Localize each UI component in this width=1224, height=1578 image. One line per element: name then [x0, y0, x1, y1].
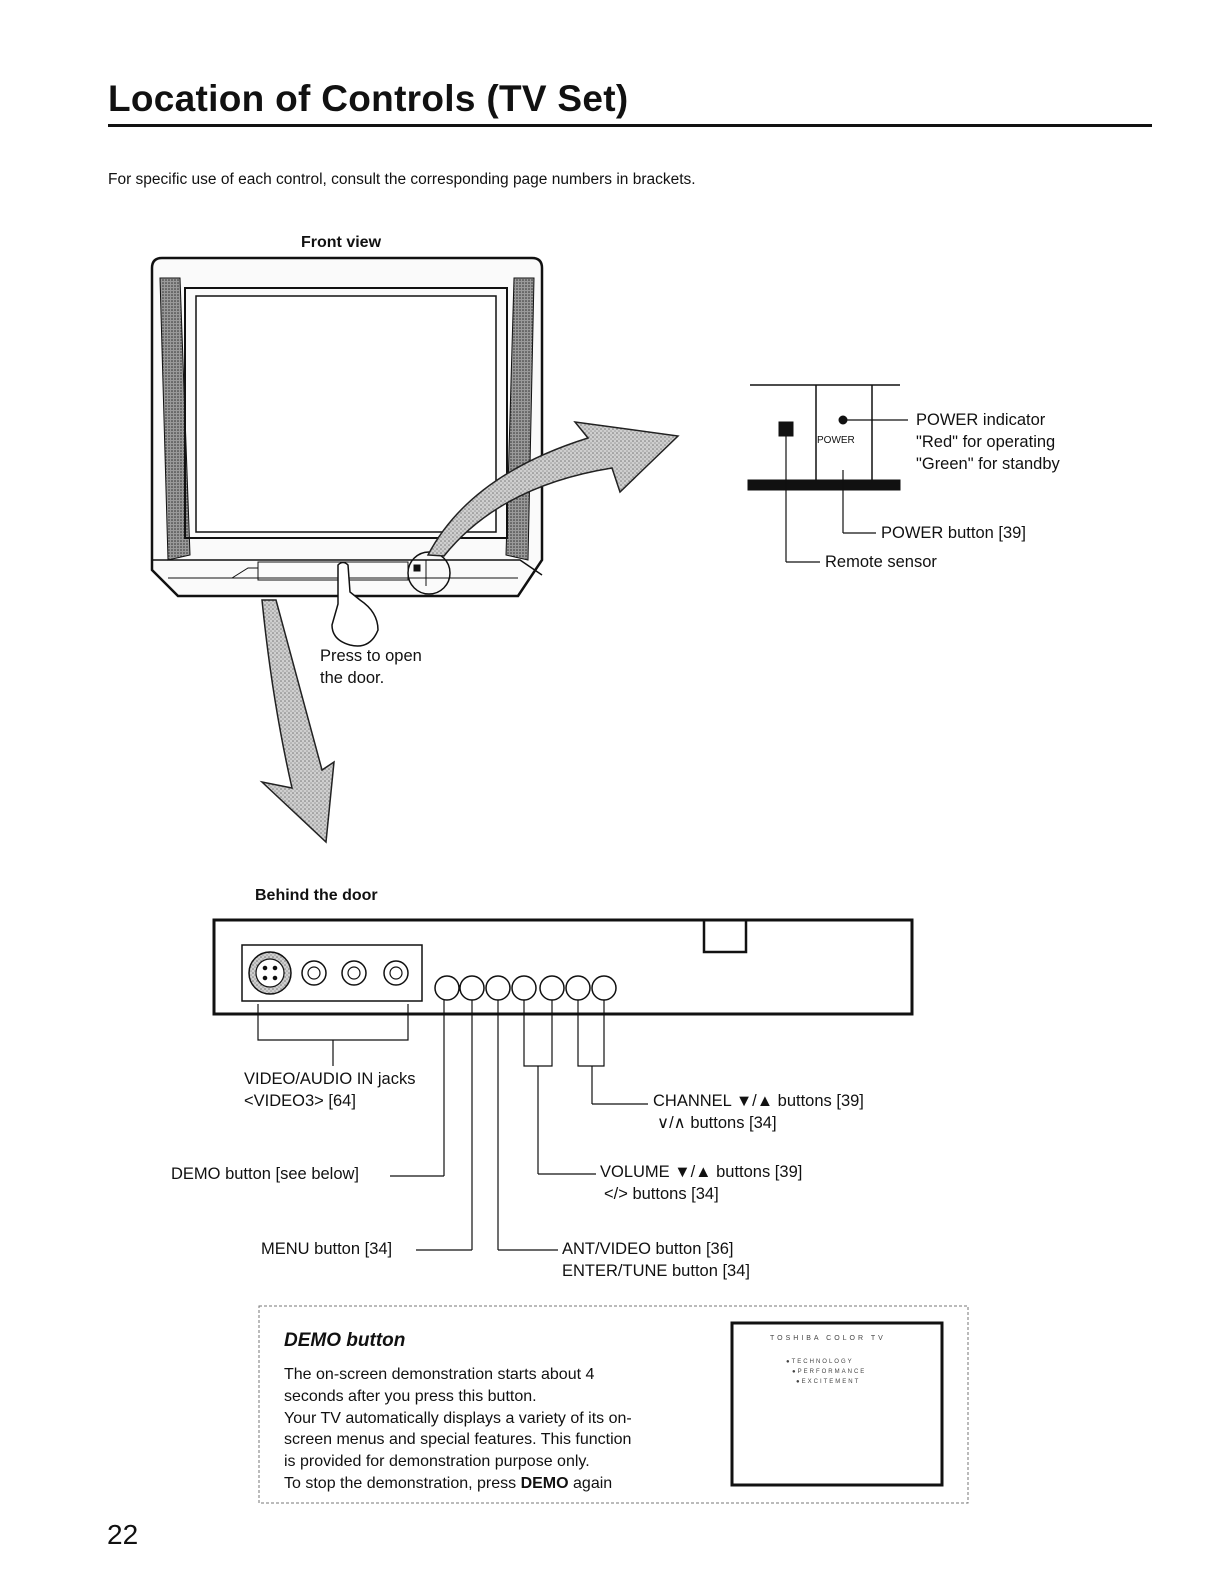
demo-text-line: The on-screen demonstration starts about…	[284, 1366, 595, 1383]
tv-front-illustration	[150, 256, 544, 647]
screen-title: TOSHIBA COLOR TV	[770, 1335, 886, 1342]
screen-item: ●EXCITEMENT	[796, 1379, 861, 1385]
video-audio-label-1: VIDEO/AUDIO IN jacks	[244, 1070, 416, 1088]
door-note-line-2: the door.	[320, 669, 385, 687]
zoom-arrow-right	[426, 421, 680, 557]
front-view-caption: Front view	[301, 234, 382, 251]
video-audio-label-2: <VIDEO3> [64]	[244, 1092, 356, 1110]
power-detail-illustration	[747, 384, 908, 563]
demo-button-label: DEMO button [see below]	[171, 1165, 360, 1183]
power-indicator-label-3: "Green" for standby	[916, 455, 1060, 473]
demo-text-line: Your TV automatically displays a variety…	[284, 1409, 632, 1427]
title-rule	[108, 124, 1152, 127]
power-indicator-label-1: POWER indicator	[916, 411, 1046, 429]
demo-box-text: The on-screen demonstration starts about…	[284, 1364, 714, 1495]
demo-text-last-line: To stop the demonstration, press DEMO ag…	[284, 1473, 714, 1495]
volume-label-2: </> buttons [34]	[604, 1185, 719, 1203]
demo-info-box	[258, 1305, 969, 1504]
door-panel-illustration	[212, 918, 914, 1251]
demo-text-line: seconds after you press this button.	[284, 1387, 537, 1405]
demo-text-line: is provided for demonstration purpose on…	[284, 1453, 590, 1471]
door-note-line-1: Press to open	[320, 647, 422, 665]
menu-button-label: MENU button [34]	[261, 1240, 393, 1258]
page-title: Location of Controls (TV Set)	[108, 78, 629, 119]
power-button-label: POWER button [39]	[881, 524, 1026, 542]
demo-text-line: screen menus and special features. This …	[284, 1431, 632, 1449]
power-button-printed-label: POWER	[817, 435, 855, 446]
channel-label-1: CHANNEL ▼/▲ buttons [39]	[653, 1092, 864, 1110]
remote-sensor-label: Remote sensor	[825, 553, 937, 571]
demo-screen-illustration	[730, 1321, 944, 1487]
demo-box-title: DEMO button	[284, 1330, 406, 1351]
ant-video-label-1: ANT/VIDEO button [36]	[562, 1240, 734, 1258]
screen-item: ●PERFORMANCE	[792, 1369, 867, 1375]
power-indicator-label-2: "Red" for operating	[916, 433, 1056, 451]
behind-door-caption: Behind the door	[255, 887, 378, 904]
screen-item: ●TECHNOLOGY	[786, 1359, 854, 1365]
ant-video-label-2: ENTER/TUNE button [34]	[562, 1262, 750, 1280]
demo-text-last-prefix: To stop the demonstration, press	[284, 1474, 521, 1492]
zoom-arrow-down	[259, 599, 335, 844]
demo-keyword: DEMO	[520, 1474, 569, 1492]
intro-text: For specific use of each control, consul…	[108, 171, 696, 188]
channel-label-2: ∨/∧ buttons [34]	[657, 1114, 777, 1132]
volume-label-1: VOLUME ▼/▲ buttons [39]	[600, 1163, 803, 1181]
demo-text-last-suffix: again	[568, 1474, 613, 1492]
page-number: 22	[107, 1519, 139, 1550]
